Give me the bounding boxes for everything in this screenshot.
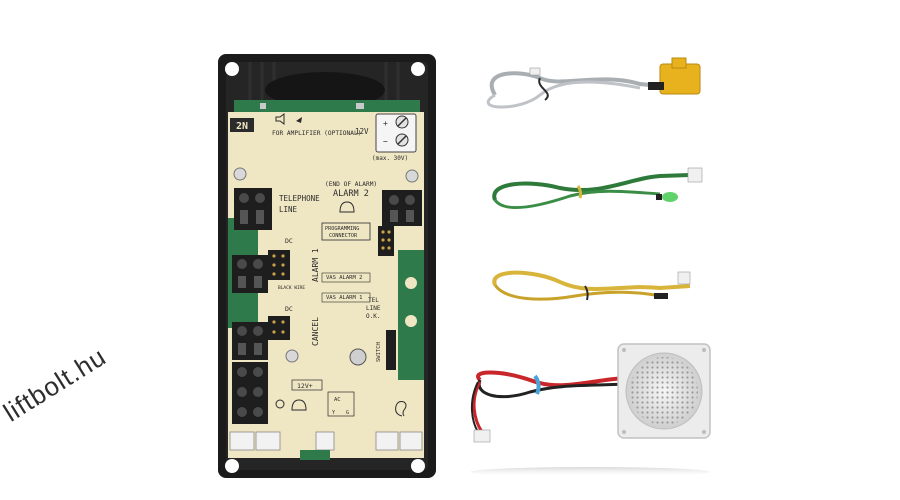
switch-header xyxy=(386,330,396,370)
bottom-connectors xyxy=(229,431,423,451)
vas-alarm1-label: VAS ALARM 1 xyxy=(326,295,362,301)
cancel-label: CANCEL xyxy=(311,317,320,346)
screw-icon xyxy=(349,348,367,366)
brand-logo xyxy=(230,118,254,132)
pcb-top-strip xyxy=(234,100,420,114)
programming-label-2: CONNECTOR xyxy=(329,233,358,239)
bell-icon-2 xyxy=(291,399,307,411)
amp-label: FOR AMPLIFIER (OPTIONAL) xyxy=(272,130,361,137)
programming-header xyxy=(378,226,394,256)
mount-hole-icon xyxy=(411,459,425,473)
y-label: Y xyxy=(332,410,335,416)
programming-connector-box xyxy=(321,222,371,241)
alarm2-label: ALARM 2 xyxy=(333,189,369,199)
tel-line-ok-label-3: O.K. xyxy=(366,313,380,320)
led-icon xyxy=(662,192,678,202)
alarm2-terminal xyxy=(382,190,422,226)
screw-icon xyxy=(405,169,419,183)
speaker-accessory xyxy=(617,343,711,439)
tel-line-ok-label: TEL xyxy=(368,297,379,304)
tel-line-ok-label-2: LINE xyxy=(366,305,381,312)
left-terminal-block-3 xyxy=(232,362,268,424)
plus-label: + xyxy=(383,119,388,128)
telephone-line-label-2: LINE xyxy=(279,205,298,214)
speaker-symbol-icon xyxy=(275,113,285,125)
max-voltage-label: (max. 30V) xyxy=(372,155,408,162)
telephone-line-terminal xyxy=(234,188,272,230)
vas-alarm2-label: VAS ALARM 2 xyxy=(326,275,362,281)
audio-unit-board: 2N FOR AMPLIFIER (OPTIONAL) 12V + − (max… xyxy=(218,54,436,478)
speaker-grill-icon xyxy=(630,357,698,425)
left-terminal-block-1 xyxy=(232,255,268,293)
cancel-header xyxy=(268,316,290,340)
ac-box xyxy=(327,391,355,417)
v12-label: 12V+ xyxy=(297,382,313,390)
switch-label: SWITCH xyxy=(376,342,382,362)
ear-icon xyxy=(395,401,407,417)
v12-box xyxy=(291,379,323,391)
left-terminal-block-2 xyxy=(232,322,268,360)
red-black-cable-accessory xyxy=(471,370,626,443)
dc-label: DC xyxy=(285,237,293,245)
amp-voltage-label: 12V xyxy=(355,127,369,136)
alarm1-label: ALARM 1 xyxy=(311,248,320,282)
gray-cable-accessory xyxy=(486,57,701,109)
ac-label: AC xyxy=(334,397,341,403)
end-of-alarm-label: (END OF ALARM) xyxy=(325,181,377,188)
mount-hole-icon xyxy=(411,62,425,76)
screw-icon xyxy=(233,167,247,181)
led-indicator-icon xyxy=(275,399,285,409)
brand-logo-text: 2N xyxy=(236,121,248,132)
g-label: G xyxy=(346,410,349,416)
green-cable-accessory xyxy=(492,167,703,210)
bell-icon xyxy=(339,201,355,213)
alarm1-header xyxy=(268,250,290,280)
dc-label-2: DC xyxy=(285,305,293,313)
minus-label: − xyxy=(383,137,388,146)
black-wire-label: BLACK WIRE xyxy=(278,285,305,291)
mount-hole-icon xyxy=(225,62,239,76)
screw-icon xyxy=(285,349,299,363)
yellow-cable-accessory xyxy=(492,270,691,301)
telephone-line-label: TELEPHONE xyxy=(279,194,320,203)
mount-hole-icon xyxy=(225,459,239,473)
programming-label: PROGRAMMING xyxy=(325,226,359,232)
